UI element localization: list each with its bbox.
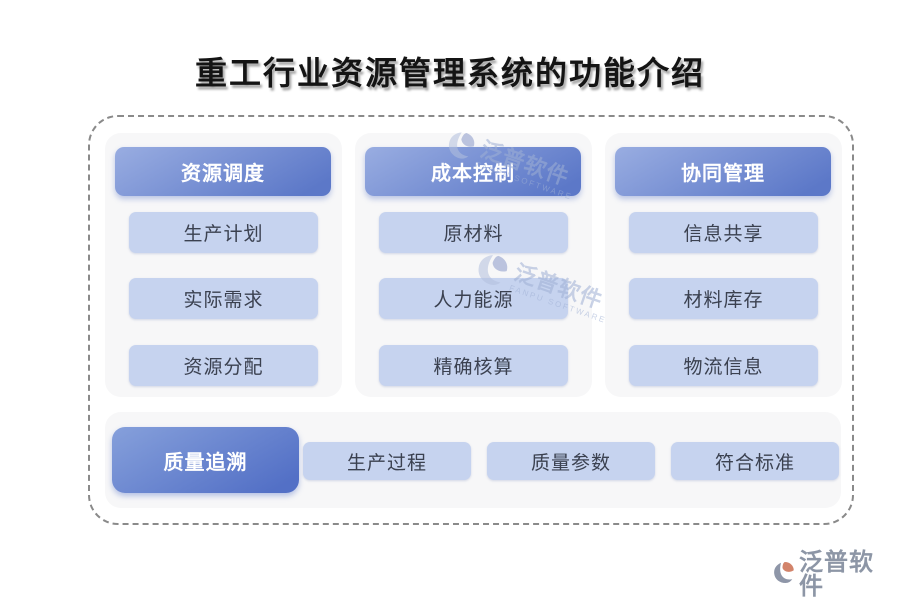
- node-actual-demand: 实际需求: [129, 278, 318, 319]
- column-card-collaborative-management: 协同管理 信息共享 材料库存 物流信息: [605, 133, 842, 397]
- node-labor-energy: 人力能源: [379, 278, 568, 319]
- column-header-collaborative-management: 协同管理: [615, 147, 831, 196]
- column-card-resource-scheduling: 资源调度 生产计划 实际需求 资源分配: [105, 133, 342, 397]
- dashed-frame: [88, 115, 854, 525]
- node-accurate-accounting: 精确核算: [379, 345, 568, 386]
- node-raw-materials: 原材料: [379, 212, 568, 253]
- column-card-cost-control: 成本控制 原材料 人力能源 精确核算: [355, 133, 592, 397]
- node-material-inventory: 材料库存: [629, 278, 818, 319]
- bottom-card-quality-tracing: 质量追溯 生产过程 质量参数 符合标准: [105, 412, 841, 508]
- page-title: 重工行业资源管理系统的功能介绍: [194, 55, 705, 91]
- node-production-process: 生产过程: [303, 442, 471, 480]
- node-resource-allocation: 资源分配: [129, 345, 318, 386]
- vendor-logo: 泛普软件 www.fanpusoft.com: [772, 551, 892, 600]
- node-logistics-information: 物流信息: [629, 345, 818, 386]
- vendor-name: 泛普软件: [799, 550, 874, 600]
- column-header-cost-control: 成本控制: [365, 147, 581, 196]
- node-quality-parameters: 质量参数: [487, 442, 655, 480]
- node-information-sharing: 信息共享: [629, 212, 818, 253]
- node-production-plan: 生产计划: [129, 212, 318, 253]
- column-header-resource-scheduling: 资源调度: [115, 147, 331, 196]
- node-compliance-standards: 符合标准: [671, 442, 839, 480]
- bottom-header-quality-tracing: 质量追溯: [112, 427, 299, 493]
- fanpu-logo-icon: [772, 559, 796, 591]
